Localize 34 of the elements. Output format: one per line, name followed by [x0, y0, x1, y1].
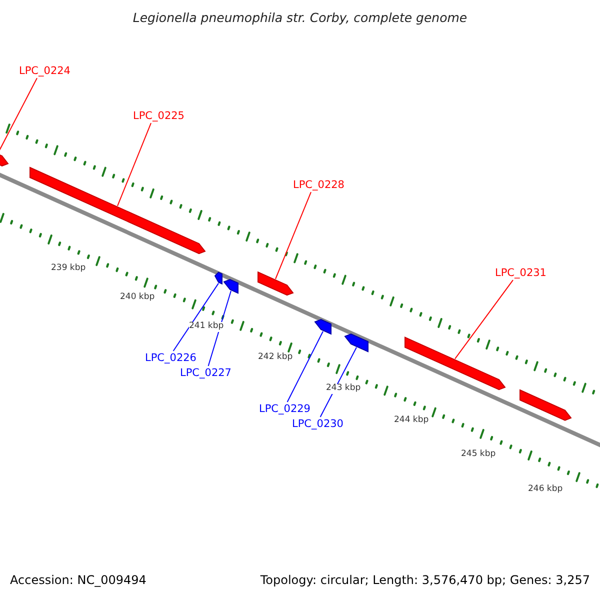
gene-feature: [258, 271, 294, 296]
gene-feature: [30, 166, 206, 254]
leader-line: [208, 290, 232, 366]
leader-line: [117, 122, 152, 206]
leader-line: [286, 330, 324, 402]
scale-label: 239 kbp: [51, 264, 86, 274]
footer-text: Accession: NC_009494: [10, 574, 146, 588]
leader-line: [320, 346, 357, 418]
leader-line: [454, 280, 514, 360]
gene-feature: [404, 336, 506, 390]
gene-label: LPC_0229: [259, 403, 310, 416]
leader-line: [172, 282, 219, 352]
scale-label: 240 kbp: [120, 293, 155, 303]
gene-label: LPC_0230: [292, 418, 344, 430]
scale-label: 244 kbp: [394, 416, 429, 426]
gene-feature: [214, 272, 222, 285]
gene-label: LPC_0227: [180, 367, 232, 380]
title: Legionella pneumophila str. Corby, complete genome: [132, 10, 468, 25]
gene-feature: [520, 389, 572, 421]
gene-feature: [344, 333, 368, 352]
footer-text: Topology: circular; Length: 3,576,470 bp; Genes: 3,257: [260, 574, 590, 588]
gene-label: LPC_0231: [495, 267, 546, 280]
gene-feature: [223, 278, 238, 294]
gene-label: LPC_0228: [293, 179, 344, 192]
gene-label: LPC_0225: [133, 110, 184, 122]
scale-label: 242 kbp: [258, 353, 293, 363]
gene-label: LPC_0224: [19, 65, 70, 78]
scale-label: 245 kbp: [461, 450, 496, 460]
gene-label: LPC_0226: [145, 352, 196, 364]
gene-feature: [314, 318, 332, 335]
scale-label: 241 kbp: [189, 322, 224, 332]
scale-label: 243 kbp: [326, 384, 361, 394]
leader-line: [275, 192, 312, 280]
scale-label: 246 kbp: [528, 485, 563, 495]
